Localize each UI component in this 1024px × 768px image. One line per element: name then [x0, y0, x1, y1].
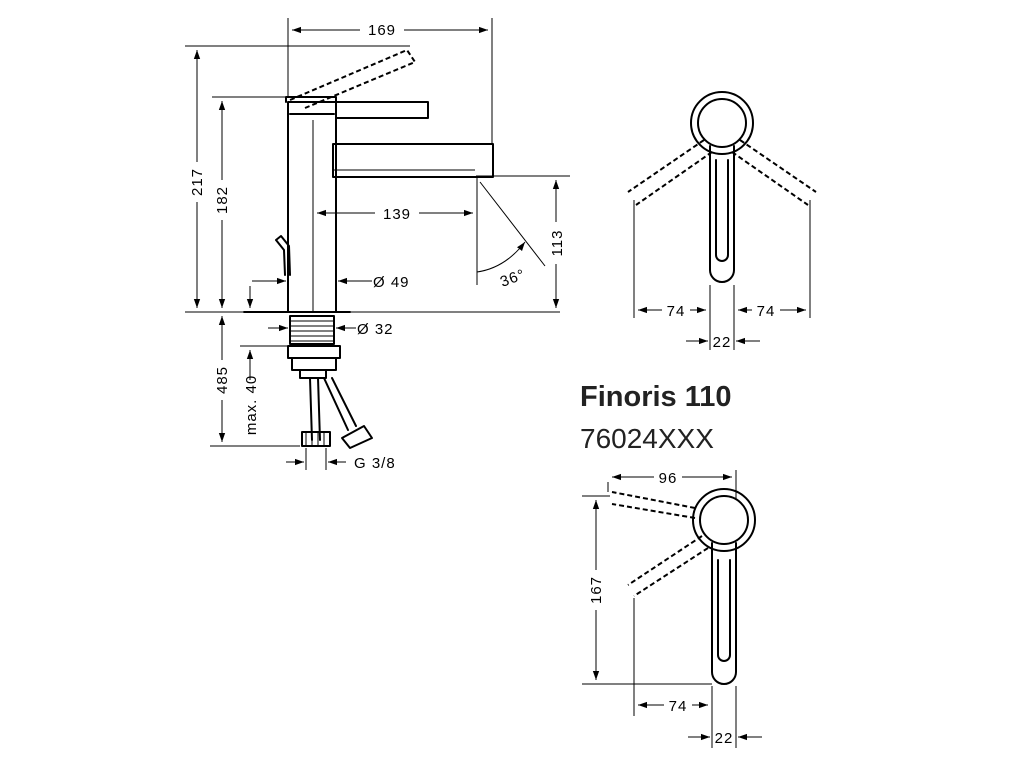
dim-top-handle-width: 22: [713, 334, 732, 351]
dim-height-body: 182: [214, 186, 231, 214]
product-code: 76024XXX: [580, 423, 714, 454]
dim-bottom-length: 167: [588, 576, 605, 604]
dim-bottom-swing: 74: [669, 698, 688, 715]
dim-reach: 139: [383, 206, 411, 223]
dim-connection: G 3/8: [354, 455, 396, 472]
side-view: 169 217 182 139 113 36° Ø 49 Ø: [185, 18, 570, 472]
dim-bottom-swing-width: 96: [659, 470, 678, 487]
dim-bottom-handle-width: 22: [715, 730, 734, 747]
top-view-symmetric: 74 74 22: [627, 91, 817, 351]
dim-height-total: 217: [189, 168, 206, 196]
dim-thread-diameter: Ø 32: [357, 321, 394, 338]
dim-body-diameter: Ø 49: [373, 274, 410, 291]
dim-max-mount: max. 40: [243, 375, 260, 435]
dim-depth-below: 485: [214, 366, 231, 394]
dim-top-swing-right: 74: [757, 303, 776, 320]
dim-spout-angle: 36°: [498, 266, 528, 291]
dim-top-swing-left: 74: [667, 303, 686, 320]
product-name: Finoris 110: [580, 381, 732, 413]
top-view-offset: 96 167 74 22: [582, 467, 762, 748]
dim-width-top: 169: [368, 22, 396, 39]
dim-spout-height: 113: [549, 230, 566, 257]
